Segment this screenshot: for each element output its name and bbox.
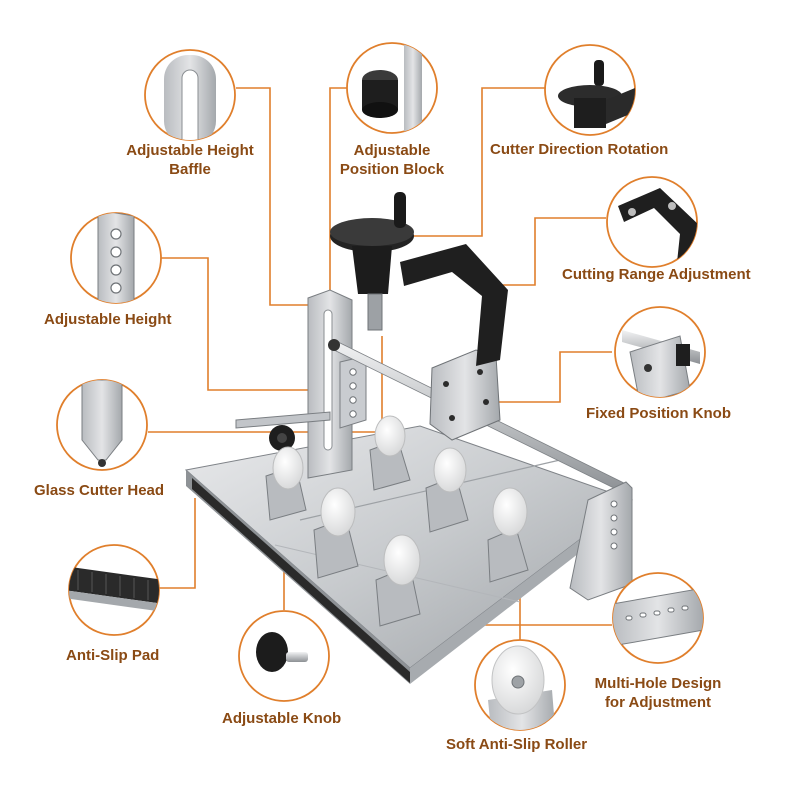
label-cutter-direction-rotation: Cutter Direction Rotation — [490, 140, 668, 159]
cutting-range-arm — [400, 244, 508, 366]
star-knob-icon — [238, 610, 330, 702]
roller — [375, 534, 421, 627]
slotted-plate-icon — [144, 49, 236, 141]
label-line: Fixed Position Knob — [586, 405, 731, 422]
label-line: Soft Anti-Slip Roller — [446, 736, 588, 753]
roller — [313, 487, 359, 579]
cutter-head-icon — [56, 379, 148, 471]
label-cutting-range-adjustment: Cutting Range Adjustment — [562, 265, 751, 284]
roller — [265, 446, 307, 521]
rotation-knob-icon — [544, 44, 636, 136]
label-glass-cutter-head: Glass Cutter Head — [34, 481, 164, 500]
roller — [487, 487, 529, 583]
leader-adjustable-position-block — [329, 87, 347, 322]
label-line: Position Block — [339, 161, 445, 178]
star-knob — [269, 425, 295, 451]
clamp-knob-icon — [614, 306, 706, 398]
label-line: Multi-Hole Design — [594, 675, 722, 692]
label-line: Adjustable Height — [126, 142, 254, 159]
label-line: Cutting Range Adjustment — [562, 266, 751, 283]
glass-bottle-cutter-machine-icon — [184, 192, 634, 684]
cutter-head — [367, 293, 383, 331]
label-line: Adjustable Knob — [222, 710, 342, 727]
label-line: Glass Cutter Head — [34, 482, 165, 499]
sliding-arm — [235, 411, 331, 429]
label-line: Adjustable Height — [44, 311, 172, 328]
baffle-slot — [323, 309, 333, 451]
position-block-icon — [346, 42, 438, 134]
leader-anti-slip-pad — [158, 498, 196, 589]
base-plate-side-edge — [410, 500, 632, 684]
label-line: Baffle — [169, 161, 211, 178]
roller — [369, 415, 411, 491]
leader-adjustable-height — [160, 257, 358, 391]
pivot-arm-icon — [606, 176, 698, 268]
multi-hole-plate-icon — [612, 572, 704, 664]
label-multi-hole-design: Multi-Hole Design for Adjustment — [584, 674, 732, 712]
leader-fixed-position-knob — [495, 351, 612, 403]
label-adjustable-knob: Adjustable Knob — [222, 709, 341, 728]
label-adjustable-height-baffle: Adjustable Height Baffle — [112, 141, 268, 179]
label-line: for Adjustment — [604, 694, 712, 711]
leader-cutter-direction-rotation — [402, 87, 545, 237]
anti-slip-strip — [192, 478, 410, 683]
label-soft-anti-slip-roller: Soft Anti-Slip Roller — [446, 735, 587, 754]
roller — [425, 447, 469, 533]
label-line: Cutter Direction Rotation — [490, 141, 669, 158]
label-adjustable-height: Adjustable Height — [44, 310, 172, 329]
label-anti-slip-pad: Anti-Slip Pad — [66, 646, 159, 665]
label-adjustable-position-block: Adjustable Position Block — [322, 141, 462, 179]
roller-group — [265, 415, 529, 627]
label-line: Adjustable — [353, 142, 431, 159]
holed-bracket-icon — [70, 212, 162, 304]
anti-slip-strip-icon — [68, 544, 160, 636]
leader-cutting-range-adjustment — [480, 217, 606, 286]
rotation-knob — [330, 192, 414, 294]
roller-icon — [474, 639, 566, 731]
leader-adjustable-height-baffle — [236, 87, 325, 306]
label-line: Anti-Slip Pad — [66, 647, 160, 664]
label-fixed-position-knob: Fixed Position Knob — [586, 404, 731, 423]
